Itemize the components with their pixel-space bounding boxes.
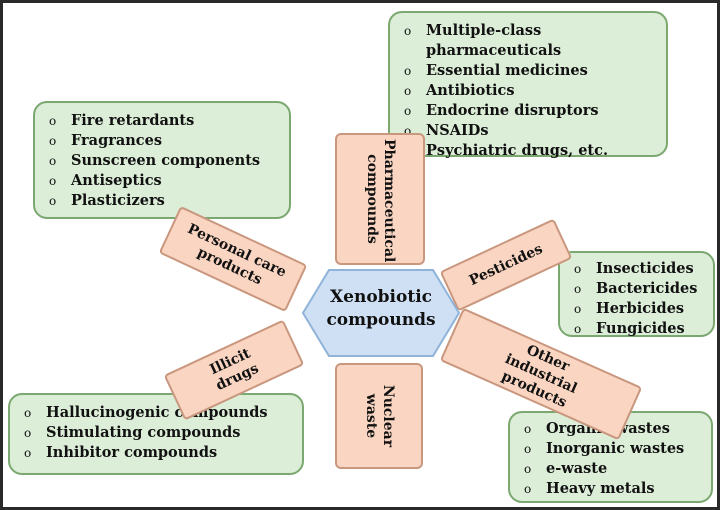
spoke-label: Illicit drugs <box>207 345 262 395</box>
nuclear-waste-spoke: Nuclear waste <box>335 363 423 469</box>
hub-shape <box>301 269 461 357</box>
spoke-label: Nuclear waste <box>363 384 396 448</box>
spoke-label: Pesticides <box>466 240 546 289</box>
spoke-label: Personal care products <box>184 220 289 289</box>
personal-care-spoke: Personal care products <box>158 205 308 313</box>
hub-label: Xenobiotic compounds <box>326 287 436 330</box>
pharmaceutical-spoke: Pharmaceutical compounds <box>335 133 425 265</box>
list-item: oPsychiatric drugs, etc. <box>404 142 609 159</box>
spoke-label: Pharmaceutical compounds <box>364 139 397 263</box>
spoke-label: Other industrial products <box>499 341 580 411</box>
xenobiotic-hub-hexagon <box>301 269 461 357</box>
